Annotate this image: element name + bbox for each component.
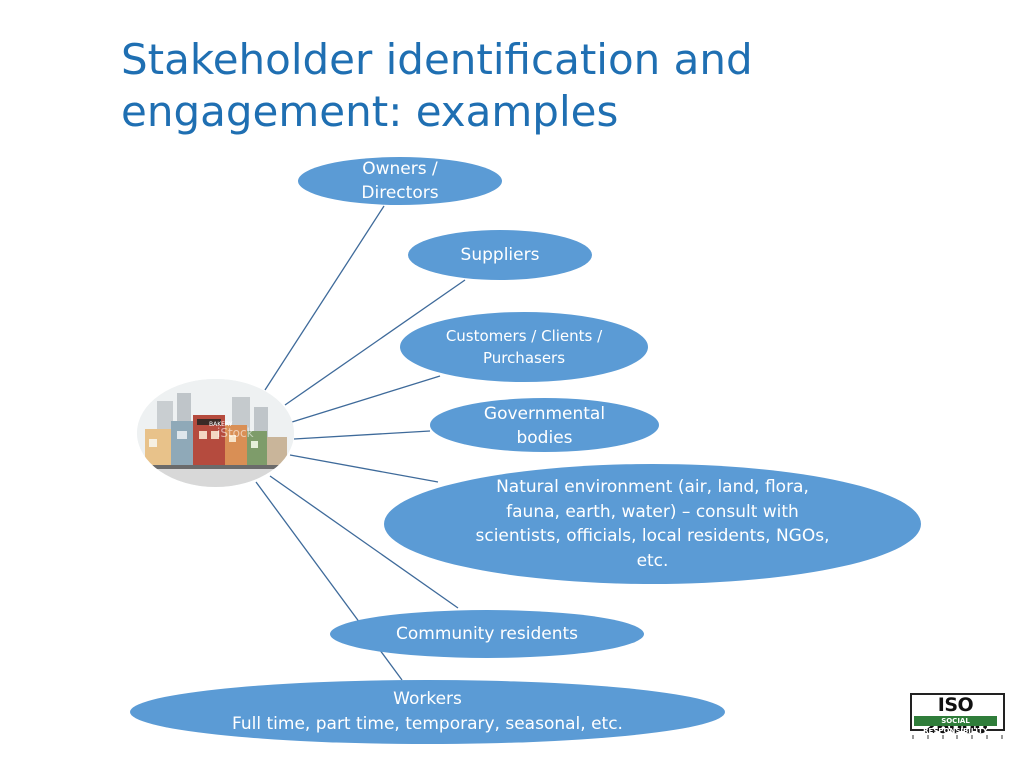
city-street-icon: BAKERY iStock [137,379,294,487]
hub-image: BAKERY iStock [137,379,294,487]
logo-dots [912,735,1003,739]
stakeholder-label: Owners / [362,159,438,179]
stakeholder-label: fauna, earth, water) – consult with [506,501,799,522]
stakeholder-label: Suppliers [460,245,540,265]
slide-title: Stakeholder identification and engagemen… [121,34,881,138]
slide-title-line-1: Stakeholder identification and [121,35,753,84]
logo-sub-text: SOCIAL RESPONSIBILITY [923,717,988,735]
connector-customers [291,375,441,423]
connector-environment [289,454,439,483]
stakeholder-label: Customers / Clients / [445,327,603,345]
stakeholder-label: etc. [636,550,669,571]
stakeholder-label: Natural environment (air, land, flora, [496,477,809,497]
stakeholder-workers: Workers Full time, part time, temporary,… [130,680,725,744]
iso-26000-logo: ISO 26000 SOCIAL RESPONSIBILITY [910,693,1005,743]
stakeholder-natural-environment: Natural environment (air, land, flora, f… [384,464,921,584]
logo-band [914,716,997,726]
stakeholder-customers: Customers / Clients / Purchasers [400,312,648,382]
hub-watermark: iStock [217,426,254,440]
connector-suppliers [284,279,466,406]
stakeholder-governmental-bodies: Governmental bodies [430,398,659,452]
stakeholder-label: Directors [361,183,439,203]
stakeholder-label: scientists, officials, local residents, … [475,526,830,546]
stakeholder-suppliers: Suppliers [408,230,592,280]
stakeholder-label: Purchasers [482,349,566,367]
connector-owners [264,205,385,391]
bakery-sign: BAKERY [209,421,233,428]
stakeholder-label: bodies [516,428,573,448]
connector-government [293,430,431,440]
connector-community [269,475,459,609]
stakeholder-owners-directors: Owners / Directors [298,157,502,205]
stakeholder-label: Governmental [483,404,606,424]
slide-title-line-2: engagement: examples [121,87,619,136]
stakeholder-label: Full time, part time, temporary, seasona… [232,714,623,734]
stakeholder-community-residents: Community residents [330,610,644,658]
stakeholder-label: Community residents [396,624,578,644]
stakeholder-label: Workers [393,689,462,709]
